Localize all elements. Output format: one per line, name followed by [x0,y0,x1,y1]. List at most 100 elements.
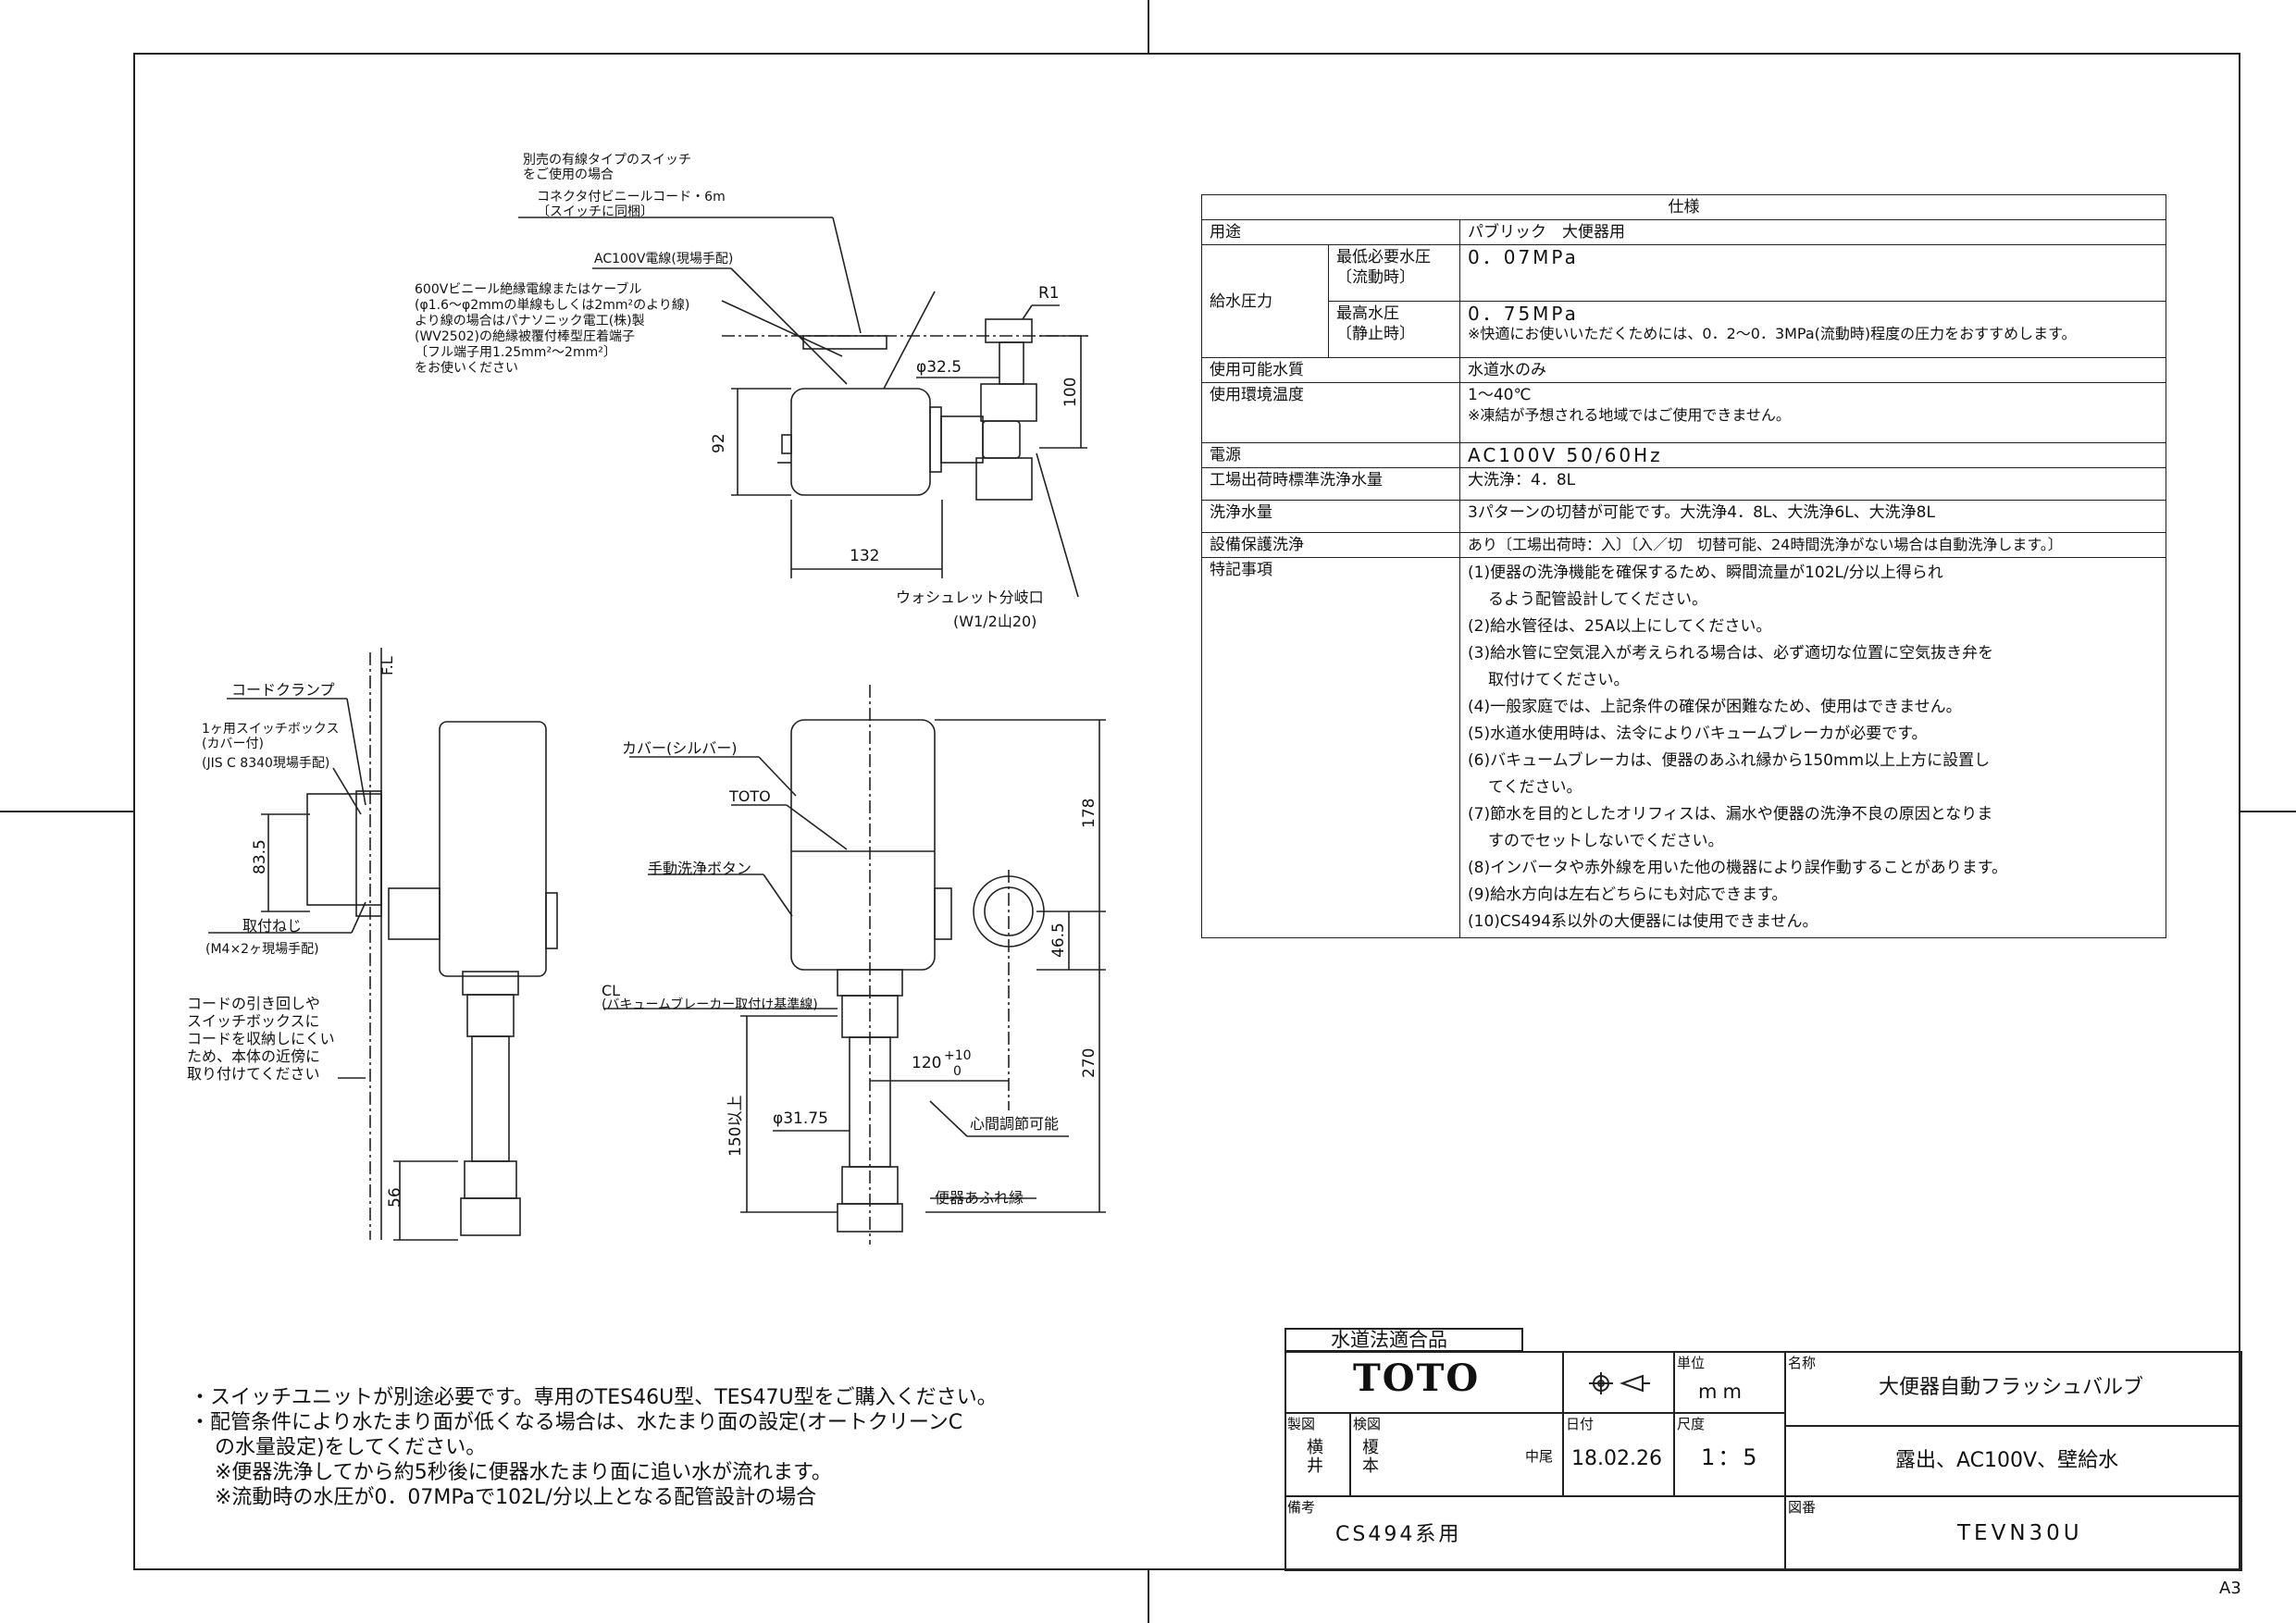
special-note: (3)給水管に空気混入が考えられる場合は、必ず適切な位置に空気抜き弁を [1468,644,1994,663]
spec-protect-value: あり〔工場出荷時：入〕〔入／切 切替可能、24時間洗浄がない場合は自動洗浄します… [1459,532,2166,558]
dim-92: 92 [710,433,728,453]
spec-max-value: 0．75MPa [1468,303,1579,325]
tb-line [1562,1351,1564,1495]
spec-header: 仕様 [1201,194,2166,220]
cord-note: コードの引き回しや スイッチボックスに コードを収納しにくい ため、本体の近傍に… [187,995,335,1083]
spec-temp-note: ※凍結が予想される地域ではご使用できません。 [1468,406,1791,424]
center-tick-bottom [1148,1570,1149,1623]
manual-button-label: 手動洗浄ボタン [648,860,752,877]
front-view-drawing [603,685,1106,1245]
special-note: すのでセットしないでください。 [1488,832,1724,850]
unit-label: 単位 [1677,1355,1706,1371]
remarks-value: CS494系用 [1335,1523,1462,1546]
name-label: 名称 [1788,1355,1817,1371]
spec-use-value: パブリック 大便器用 [1459,219,2166,245]
unit-value: mm [1698,1381,1747,1403]
tb-line [1784,1425,2242,1427]
tb-line [1285,1495,2242,1497]
spec-flush-value: 3パターンの切替が可能です。大洗浄4．8L、大洗浄6L、大洗浄8L [1459,500,2166,533]
spec-min-value: 0．07MPa [1459,244,2166,302]
spec-use-label: 用途 [1201,219,1460,245]
spec-factory-value: 大洗浄：4．8L [1459,467,2166,501]
dim-3175: φ31.75 [773,1109,828,1128]
spec-pressure-label: 給水圧力 [1201,244,1329,358]
side-view-drawing [208,648,558,1241]
note-ac: AC100V電線(現場手配) [594,252,734,266]
spec-min-label: 最低必要水圧 〔流動時〕 [1328,244,1460,302]
center-tick-top [1148,0,1149,53]
date-label: 日付 [1566,1416,1595,1432]
cord-clamp-label: コードクランプ [231,681,335,699]
center-tick-left [0,811,133,812]
dim-100: 100 [1061,377,1080,407]
dim-120: 120 [912,1054,942,1072]
dim-835: 83.5 [251,839,269,874]
toto-label: TOTO [729,787,771,805]
spec-max-label: 最高水圧 〔静止時〕 [1328,301,1460,358]
cert-label: 水道法適合品 [1331,1329,1447,1351]
fl-label: F.L [379,656,396,675]
cl-label: CL [602,982,621,999]
check-label: 検図 [1353,1416,1382,1432]
dim-150: 150以上 [726,1095,745,1157]
drawn-label: 製図 [1287,1416,1316,1432]
spec-temp-value: 1～40℃ [1468,386,1532,404]
dim-270: 270 [1080,1047,1098,1078]
remarks-label: 備考 [1287,1499,1316,1516]
special-note: てください。 [1488,778,1582,797]
dim-132: 132 [850,547,880,565]
spec-power-label: 電源 [1201,442,1460,468]
dwg-value: TEVN30U [1957,1521,2083,1545]
tb-line [1285,1412,1784,1414]
spec-factory-label: 工場出荷時標準洗浄水量 [1201,467,1460,501]
toto-logo: TOTO [1353,1357,1481,1400]
note-cable: 600Vビニール絶縁電線またはケーブル (φ1.6～φ2mmの単線もしくは2mm… [415,282,690,376]
bottom-notes: ・スイッチユニットが別途必要です。専用のTES46U型、TES47U型をご購入く… [190,1385,998,1510]
special-note: (1)便器の洗浄機能を確保するため、瞬間流量が102L/分以上得られ [1468,564,1943,582]
spec-special-notes: (1)便器の洗浄機能を確保するため、瞬間流量が102L/分以上得られ るよう配管… [1459,557,2166,938]
spec-temp-label: 使用環境温度 [1201,382,1460,443]
bottom-note: ・スイッチユニットが別途必要です。専用のTES46U型、TES47U型をご購入く… [190,1386,998,1409]
note-switch: 別売の有線タイプのスイッチ をご使用の場合 [523,153,691,182]
dim-178: 178 [1080,798,1098,828]
sheet-size: A3 [2219,1579,2241,1598]
special-note: (8)インバータや赤外線を用いた他の機器により誤作動することがあります。 [1468,859,2008,877]
dim-r1: R1 [1038,284,1060,303]
tb-line [1784,1351,1786,1571]
spec-water-label: 使用可能水質 [1201,357,1460,383]
bottom-note: の水量設定)をしてください。 [215,1436,487,1459]
dim-120-tol-dn: 0 [953,1064,962,1079]
note-cord: コネクタ付ビニールコード・6m 〔スイッチに同梱〕 [537,190,726,219]
title-block [1285,1351,2242,1571]
drawn-value: 横 井 [1307,1438,1323,1476]
dwg-label: 図番 [1788,1499,1817,1516]
special-note: (7)節水を目的としたオリフィスは、漏水や便器の洗浄不良の原因となりま [1468,805,1993,824]
spec-protect-label: 設備保護洗浄 [1201,532,1460,558]
washlet-size: (W1/2山20) [953,613,1037,630]
switch-box-label: 1ヶ用スイッチボックス (カバー付) [202,722,340,751]
dim-465: 46.5 [1049,923,1068,958]
cl-note: (バキュームブレーカー取付け基準線) [602,997,818,1012]
bottom-note: ・配管条件により水たまり面が低くなる場合は、水たまり面の設定(オートクリーンC [190,1411,963,1434]
bottom-note: ※流動時の水圧が0．07MPaで102L/分以上となる配管設計の場合 [215,1486,817,1509]
special-note: (9)給水方向は左右どちらにも対応できます。 [1468,886,1788,904]
dim-120-tol-up: +10 [944,1048,972,1063]
special-note: (10)CS494系以外の大便器には使用できません。 [1468,912,1818,931]
scale-label: 尺度 [1677,1416,1706,1432]
spec-table: 仕様 用途 パブリック 大便器用 給水圧力 最低必要水圧 〔流動時〕 0．07M… [1201,194,2166,938]
spec-special-label: 特記事項 [1201,557,1460,938]
center-adjust-label: 心間調節可能 [970,1115,1060,1133]
screw-spec: (M4×2ヶ現場手配) [205,942,319,957]
special-note: 取付けてください。 [1488,671,1630,689]
stamp: 中尾 [1525,1448,1554,1465]
tb-line [1349,1412,1351,1495]
washlet-label: ウォシュレット分岐口 [896,588,1044,606]
technical-drawing [208,217,1106,1245]
center-tick-right [2240,811,2296,812]
special-note: (5)水道水使用時は、法令によりバキュームブレーカが必要です。 [1468,725,1928,743]
check-value: 榎 本 [1362,1438,1379,1476]
tb-line [1673,1351,1675,1495]
special-note: るよう配管設計してください。 [1488,590,1707,609]
jis-label: (JIS C 8340現場手配) [202,756,330,771]
dim-d325: φ32.5 [916,358,962,377]
